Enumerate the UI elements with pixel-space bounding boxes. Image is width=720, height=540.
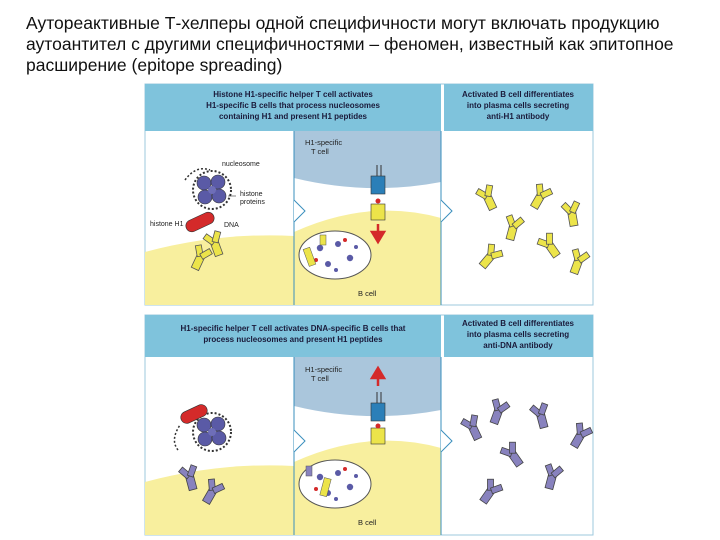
- bottom-tcr: [370, 402, 386, 422]
- bottom-panel: H1-specific helper T cell activates DNA-…: [144, 314, 595, 536]
- top-histone-h1: [185, 211, 215, 233]
- slide-title: Аутореактивные Т-хелперы одной специфичн…: [26, 13, 674, 75]
- bottom-middle-panel: H1-specific T cell B cell: [294, 357, 441, 535]
- top-histone-h1-label: histone H1: [150, 221, 184, 228]
- top-red-arrow-down: [369, 224, 387, 245]
- top-header-right-line-1: Activated B cell differentiates: [462, 90, 575, 99]
- bottom-left-b-cell: [145, 465, 294, 535]
- top-left-b-cell: [145, 235, 294, 305]
- bottom-mhc: [370, 427, 386, 445]
- bottom-header-right-line-2: into plasma cells secreting: [467, 330, 569, 339]
- bottom-header-left-line-1: H1-specific helper T cell activates DNA-…: [181, 324, 406, 333]
- bottom-header-left-line-2: process nucleosomes and present H1 pepti…: [203, 335, 383, 344]
- bottom-t-cell-label-2: T cell: [311, 374, 329, 383]
- top-t-cell-label-2: T cell: [311, 147, 329, 156]
- top-tcr: [370, 175, 386, 195]
- bottom-b-cell-label: B cell: [358, 518, 377, 527]
- bottom-header-right-line-3: anti-DNA antibody: [483, 341, 553, 350]
- bottom-red-arrow-up: [369, 365, 387, 386]
- top-mhc: [370, 203, 386, 221]
- top-header-right-line-3: anti-H1 antibody: [487, 112, 550, 121]
- top-header-right-line-2: into plasma cells secreting: [467, 101, 569, 110]
- top-b-cell-label: B cell: [358, 289, 377, 298]
- bottom-peptide: [375, 423, 381, 429]
- top-middle-panel: H1-specific T cell B cell: [294, 131, 441, 305]
- bottom-endosome: [298, 459, 372, 509]
- top-t-cell: [294, 131, 441, 189]
- top-nucleosome-label: nucleosome: [222, 161, 260, 168]
- bottom-header-left-bg: [145, 315, 441, 357]
- top-header-right-bg: [444, 84, 593, 131]
- top-header-left-line-3: containing H1 and present H1 peptides: [219, 112, 368, 121]
- top-endosome: [298, 230, 372, 280]
- top-dna-label: DNA: [224, 222, 239, 229]
- top-t-cell-label-1: H1-specific: [305, 138, 342, 147]
- top-histone-label-1: histone: [240, 191, 263, 198]
- top-header-left-line-1: Histone H1-specific helper T cell activa…: [213, 90, 373, 99]
- top-header-left-line-2: H1-specific B cells that process nucleos…: [206, 101, 380, 110]
- top-peptide: [375, 198, 381, 204]
- bottom-t-cell: [294, 357, 441, 417]
- top-histone-label-2: proteins: [240, 199, 265, 206]
- top-panel: Histone H1-specific helper T cell activa…: [144, 83, 594, 306]
- bottom-header-right-line-1: Activated B cell differentiates: [462, 319, 575, 328]
- bottom-header-right-bg: [444, 315, 593, 357]
- top-left-panel: nucleosome histone proteins histone H1 D…: [145, 161, 294, 305]
- bottom-t-cell-label-1: H1-specific: [305, 365, 342, 374]
- bottom-left-panel: [145, 404, 294, 535]
- bottom-histone-h1: [180, 404, 208, 424]
- top-header-left-bg: [145, 84, 441, 131]
